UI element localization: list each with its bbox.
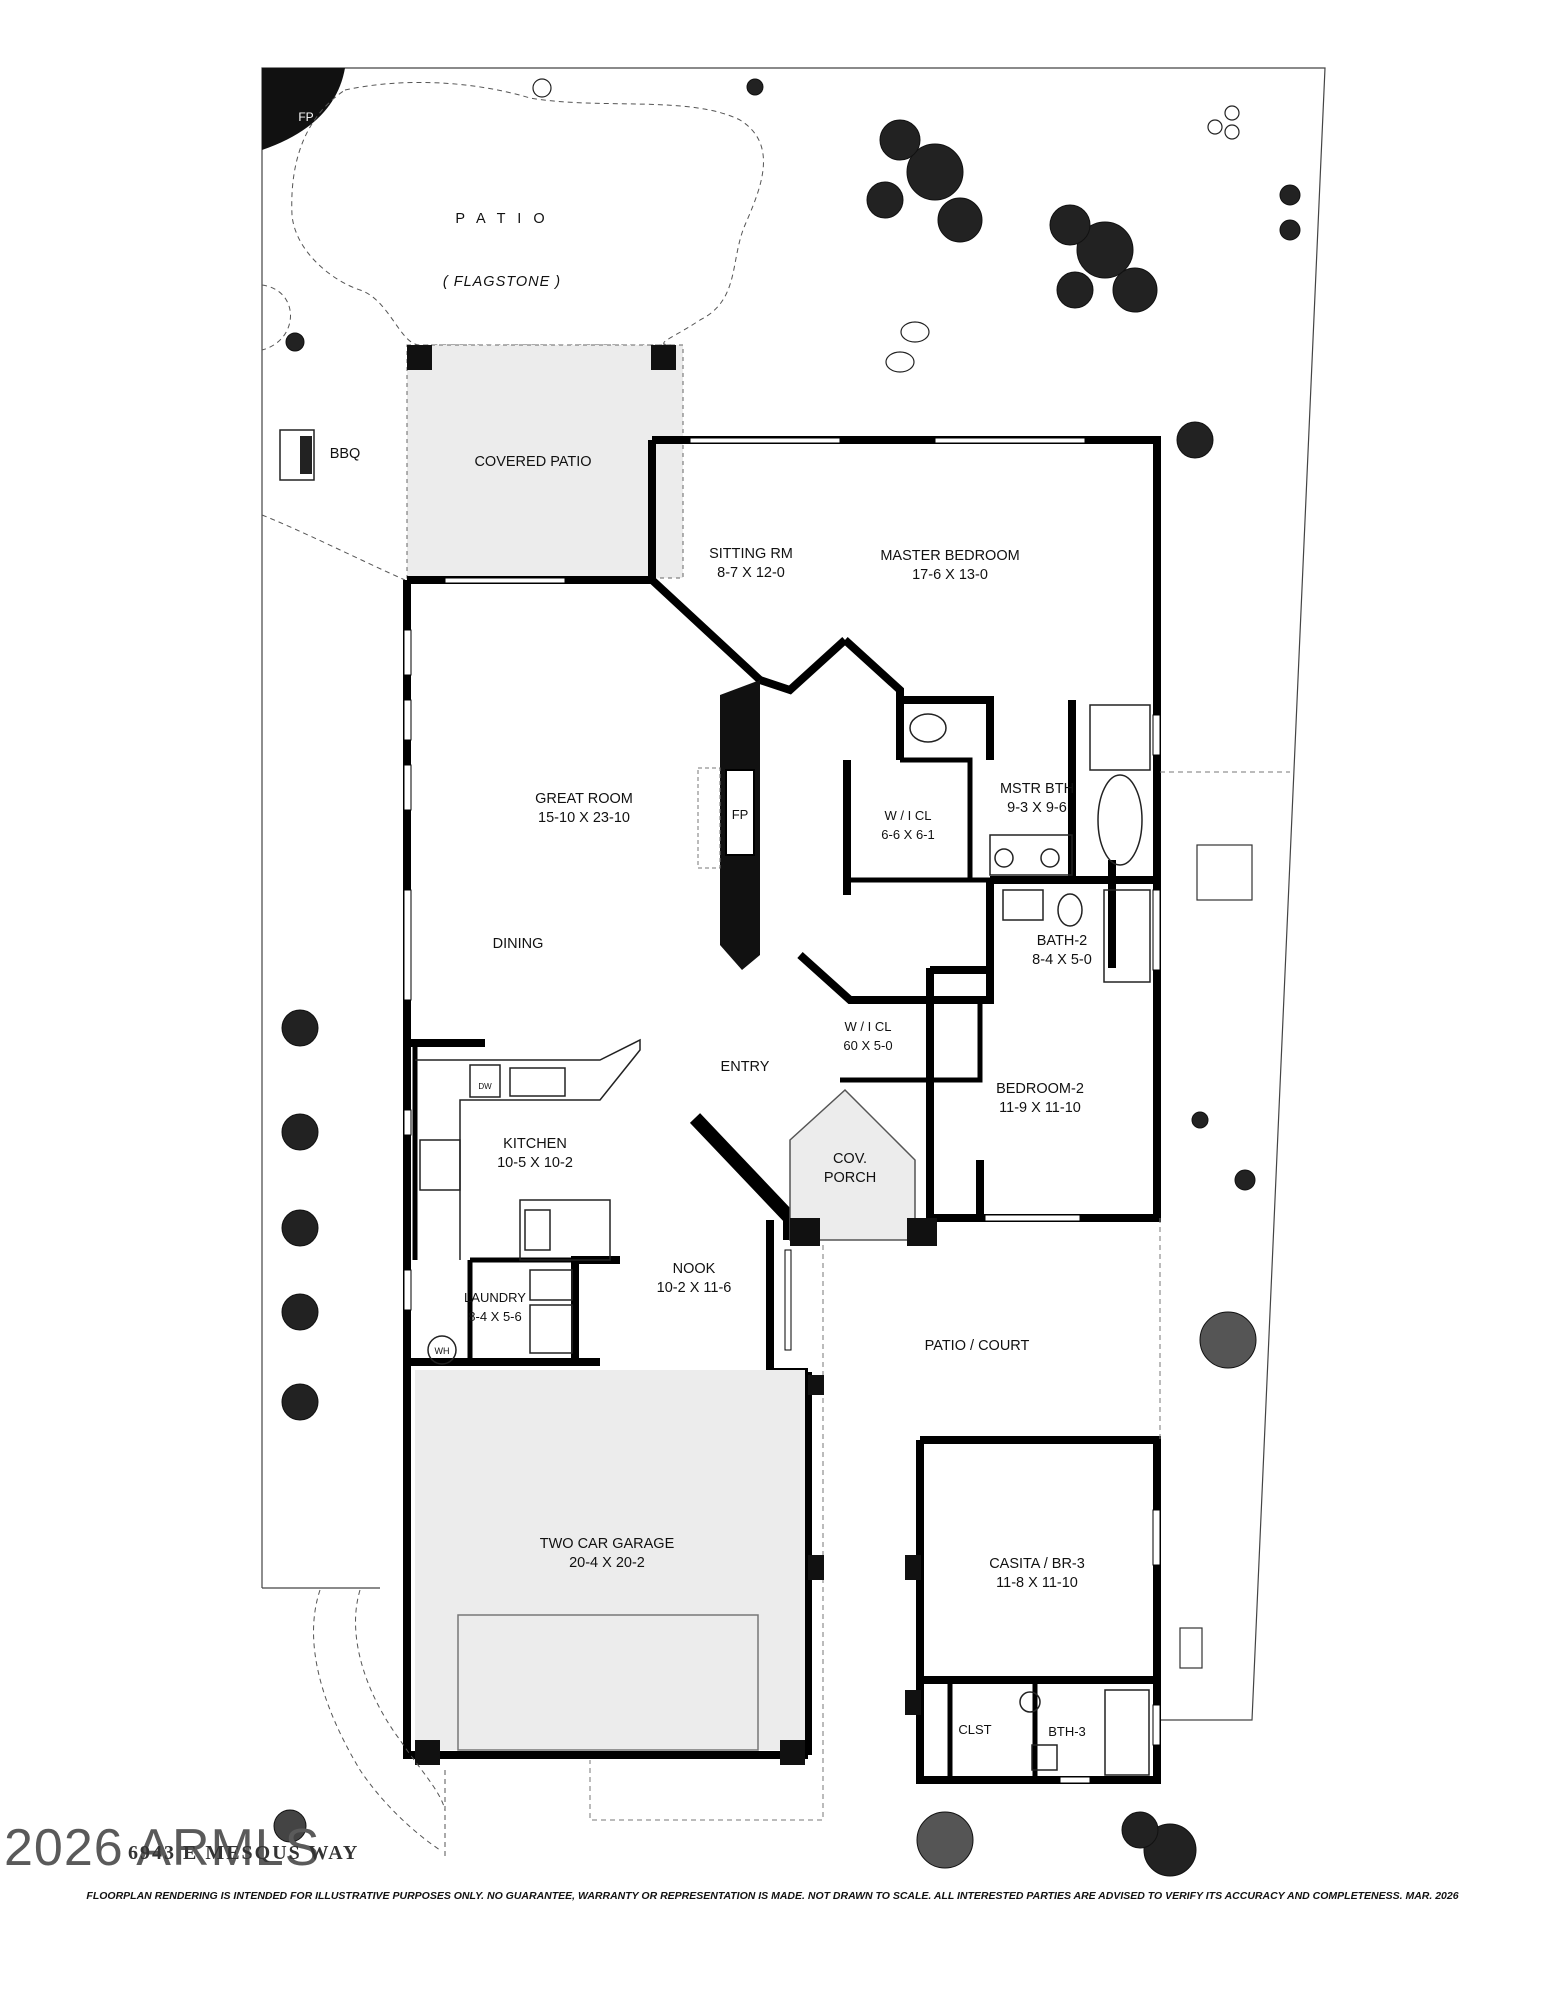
patio-column bbox=[808, 1555, 824, 1580]
garage-floor bbox=[415, 1370, 805, 1750]
bath3-fixtures bbox=[1019, 1689, 1150, 1776]
patio-column bbox=[905, 1690, 921, 1715]
porch-column bbox=[790, 1218, 820, 1246]
disclaimer: FLOORPLAN RENDERING IS INTENDED FOR ILLU… bbox=[86, 1890, 1459, 1902]
patio-side-path bbox=[261, 284, 406, 581]
property-address: 6943 E MESQUS WAY bbox=[128, 1842, 360, 1864]
porch-column bbox=[907, 1218, 937, 1246]
yard-pad bbox=[1179, 1627, 1203, 1669]
patio-column bbox=[905, 1555, 921, 1580]
fireplace-insert bbox=[725, 769, 755, 856]
covered-patio-column bbox=[651, 345, 676, 370]
covered-patio-floor bbox=[406, 344, 684, 579]
cov-porch-floor bbox=[789, 1088, 916, 1241]
garage-column bbox=[415, 1740, 440, 1765]
master-bath-fixtures bbox=[909, 704, 1151, 876]
outdoor-fireplace bbox=[262, 68, 345, 150]
watermark: 2026 ARMLS bbox=[4, 1819, 321, 1877]
landscaping bbox=[273, 78, 1301, 1877]
patio-column bbox=[808, 1375, 824, 1395]
lot-boundary bbox=[261, 67, 1326, 1721]
bbq-grill bbox=[300, 436, 312, 474]
front-walkway bbox=[313, 1589, 441, 1851]
bath2-fixtures bbox=[1002, 889, 1151, 983]
yard-pad bbox=[1196, 844, 1253, 901]
entry-wall bbox=[689, 1113, 797, 1240]
garage-column bbox=[780, 1740, 805, 1765]
water-heater bbox=[427, 1335, 457, 1365]
front-walkway bbox=[355, 1589, 446, 1811]
garage-door bbox=[457, 1614, 759, 1751]
patio-court-outline bbox=[589, 1245, 824, 1821]
windows bbox=[403, 437, 1161, 1784]
decor-circles bbox=[532, 78, 1240, 373]
fireplace-hearth bbox=[697, 767, 721, 869]
patio-flagstone-outline bbox=[291, 81, 764, 346]
covered-patio-column bbox=[407, 345, 432, 370]
bbq-counter bbox=[279, 429, 315, 481]
kitchen-counters bbox=[415, 1038, 641, 1354]
